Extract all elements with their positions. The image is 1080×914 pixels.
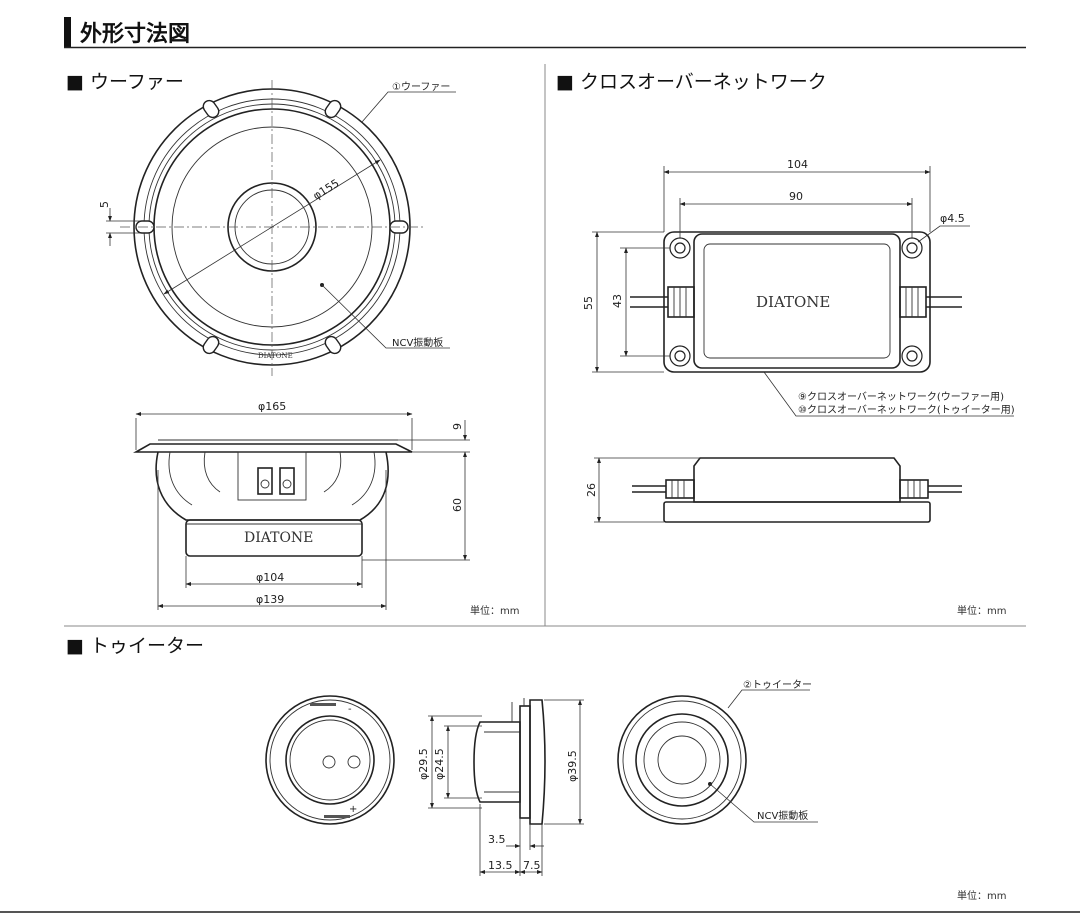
tweeter-part-label: ②トゥイーター <box>743 679 812 691</box>
woofer-outer-diameter: φ165 <box>258 400 286 413</box>
woofer-slot-width: 5 <box>98 201 111 208</box>
crossover-label-tweeter: ⑩クロスオーバーネットワーク(トゥイーター用) <box>798 404 1015 416</box>
tweeter-polarity-minus: - <box>348 704 352 715</box>
woofer-front-view: φ155 5 ①ウーファー NCV振動板 DIATONE <box>98 80 456 376</box>
woofer-depth: 60 <box>451 498 464 512</box>
crossover-total-height: 55 <box>582 296 595 310</box>
woofer-unit-label: 単位：mm <box>470 604 519 617</box>
woofer-cone-diameter: φ155 <box>311 177 342 203</box>
tweeter-front-view: ②トゥイーター NCV振動板 <box>617 679 818 825</box>
tweeter-side-view: φ29.5 φ24.5 φ39.5 3.5 13.5 7.5 <box>417 698 584 876</box>
woofer-flange-thickness: 9 <box>451 423 464 430</box>
woofer-part-label: ①ウーファー <box>392 81 450 93</box>
crossover-unit-label: 単位：mm <box>957 604 1006 617</box>
tweeter-diameter-2: φ24.5 <box>433 748 446 780</box>
tweeter-back-view: - + <box>265 695 395 825</box>
crossover-hole-pitch-x: 90 <box>789 190 803 203</box>
crossover-hole-diameter: φ4.5 <box>940 212 965 225</box>
tweeter-section-title: ■ トゥイーター <box>66 635 204 657</box>
woofer-magnet-brand: DIATONE <box>244 530 313 546</box>
tweeter-diameter-1: φ29.5 <box>417 748 430 780</box>
woofer-basket-diameter: φ139 <box>256 593 284 606</box>
crossover-total-width: 104 <box>787 158 808 171</box>
page-title: 外形寸法図 <box>80 21 190 47</box>
woofer-brand-small: DIATONE <box>258 352 293 360</box>
crossover-label-woofer: ⑨クロスオーバーネットワーク(ウーファー用) <box>798 391 1004 403</box>
tweeter-diameter-3: φ39.5 <box>566 750 579 782</box>
woofer-section-title: ■ ウーファー <box>66 71 184 93</box>
woofer-cone-label: NCV振動板 <box>392 336 443 349</box>
tweeter-width-3: 7.5 <box>523 859 541 872</box>
crossover-side-view: 26 <box>585 457 962 523</box>
woofer-magnet-diameter: φ104 <box>256 571 284 584</box>
crossover-thickness: 26 <box>585 483 598 497</box>
tweeter-cone-label: NCV振動板 <box>757 809 808 822</box>
title-bar-mark <box>64 17 71 47</box>
crossover-section-title: ■ クロスオーバーネットワーク <box>556 71 827 93</box>
tweeter-width-2: 13.5 <box>488 859 513 872</box>
tweeter-width-1: 3.5 <box>488 833 506 846</box>
tweeter-polarity-plus: + <box>349 804 357 815</box>
tweeter-unit-label: 単位：mm <box>957 889 1006 902</box>
woofer-side-view: DIATONE φ165 φ104 φ139 9 60 <box>132 400 470 610</box>
crossover-hole-pitch-y: 43 <box>611 294 624 308</box>
crossover-brand: DIATONE <box>756 293 830 311</box>
crossover-top-view: DIATONE 104 90 φ4.5 55 43 ⑨クロスオーバーネットワーク… <box>582 158 1015 417</box>
